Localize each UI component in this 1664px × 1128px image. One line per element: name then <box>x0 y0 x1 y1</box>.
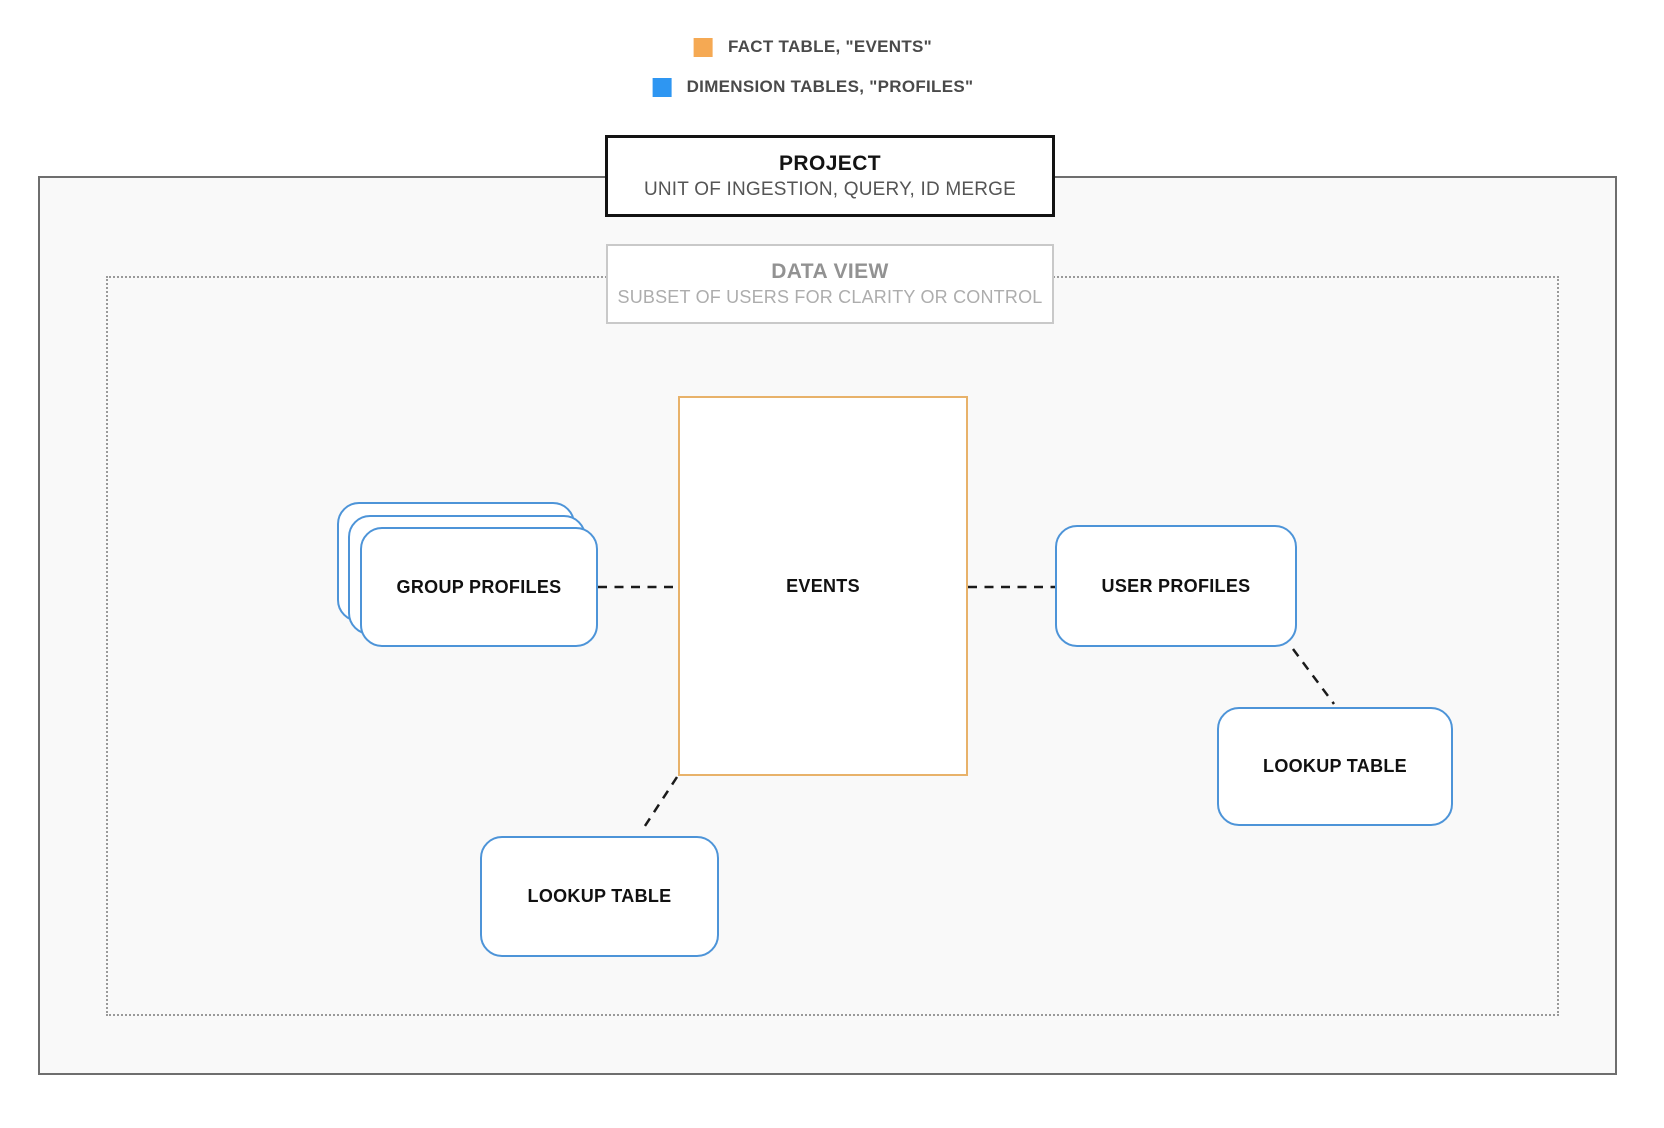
legend-label-dimension: DIMENSION TABLES, "PROFILES" <box>686 77 974 96</box>
node-user-profiles: USER PROFILES <box>1055 525 1297 647</box>
node-events: EVENTS <box>678 396 968 776</box>
project-subtitle: UNIT OF INGESTION, QUERY, ID MERGE <box>643 178 1017 200</box>
legend: FACT TABLE, "EVENTS" DIMENSION TABLES, "… <box>652 37 974 97</box>
legend-label-fact: FACT TABLE, "EVENTS" <box>727 37 933 56</box>
data-view-box: DATA VIEW SUBSET OF USERS FOR CLARITY OR… <box>606 244 1054 324</box>
legend-item-fact: FACT TABLE, "EVENTS" <box>693 37 933 57</box>
group-profiles-label: GROUP PROFILES <box>396 576 562 597</box>
connector-events-lookup-table <box>639 776 679 833</box>
node-lookup-table-left: LOOKUP TABLE <box>480 836 719 957</box>
fact-swatch-icon <box>693 37 713 57</box>
legend-item-dimension: DIMENSION TABLES, "PROFILES" <box>652 77 974 97</box>
lookup-table-right-label: LOOKUP TABLE <box>1263 756 1407 776</box>
data-view-title: DATA VIEW <box>771 260 889 283</box>
group-profiles-card-front: GROUP PROFILES <box>360 527 598 647</box>
connector-user-profiles-lookup-table <box>1291 648 1336 705</box>
events-label: EVENTS <box>786 575 860 596</box>
data-view-subtitle: SUBSET OF USERS FOR CLARITY OR CONTROL <box>617 287 1043 307</box>
project-title: PROJECT <box>779 151 881 175</box>
project-box: PROJECT UNIT OF INGESTION, QUERY, ID MER… <box>605 135 1055 217</box>
dimension-swatch-icon <box>652 77 672 97</box>
node-group-profiles: GROUP PROFILES <box>337 502 600 649</box>
user-profiles-label: USER PROFILES <box>1101 575 1251 596</box>
lookup-table-left-label: LOOKUP TABLE <box>527 886 672 906</box>
node-lookup-table-right: LOOKUP TABLE <box>1217 707 1453 826</box>
